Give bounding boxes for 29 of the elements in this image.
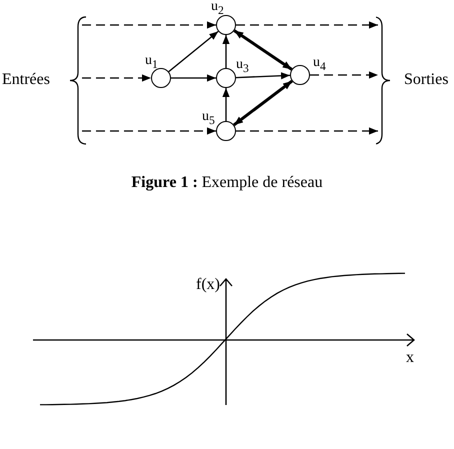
neuron-circle	[216, 15, 236, 35]
thick-arrow	[233, 80, 293, 126]
arrow	[236, 72, 290, 80]
axis-label: f(x)	[196, 276, 220, 294]
bracketed-group	[0, 16, 86, 145]
figure-caption: Figure 1 : Exemple de réseau	[130, 174, 324, 192]
neuron-label: u$_{3}$	[236, 58, 249, 76]
neuron-label: u$_{5}$	[202, 110, 215, 128]
axis-label: x	[406, 349, 414, 367]
group-label: Entrées	[2, 70, 50, 88]
arrow	[168, 30, 219, 72]
neuron-circle	[151, 68, 171, 88]
arrow	[171, 74, 216, 82]
arrow	[222, 35, 230, 68]
dashed-arrow	[236, 21, 378, 29]
dashed-arrow	[82, 74, 151, 82]
dashed-arrow	[310, 71, 378, 79]
group-label: Sorties	[404, 70, 448, 88]
neuron-circle	[290, 65, 310, 85]
neuron-label: u$_{1}$	[145, 54, 158, 72]
dashed-arrow	[82, 127, 216, 135]
neuron-circle	[216, 68, 236, 88]
neuron-label: u$_{4}$	[313, 56, 326, 74]
neuron-label: u$_{2}$	[211, 0, 224, 18]
arrow	[222, 88, 230, 121]
dashed-arrow	[82, 21, 216, 29]
neuron-circle	[216, 121, 236, 141]
thick-arrow	[233, 29, 293, 71]
dashed-arrow	[236, 127, 378, 135]
